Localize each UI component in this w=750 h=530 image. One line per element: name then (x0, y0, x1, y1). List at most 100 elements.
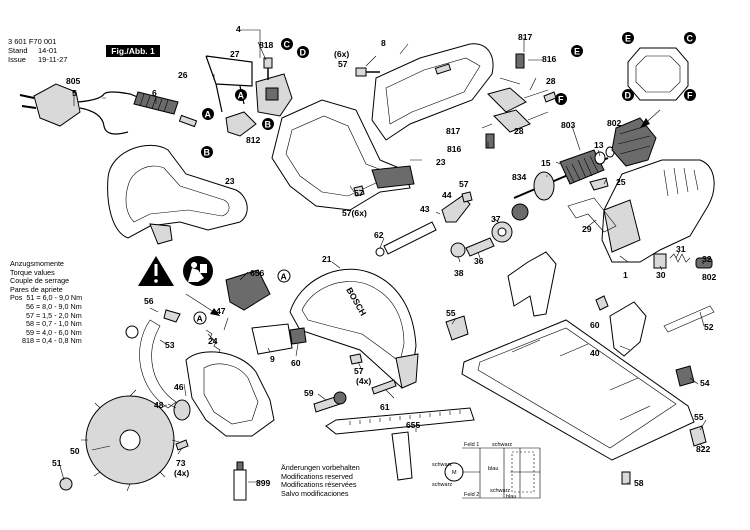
torque-line: Pares de apriete (10, 284, 63, 294)
modifications-notice: Änderungen vorbehalten Modifications res… (281, 463, 360, 498)
part-number: 27 (230, 49, 240, 59)
callout-label: F (687, 91, 693, 101)
guard-21-foot (395, 353, 419, 389)
callout-label: B (265, 120, 272, 130)
saw-blade-teeth (81, 389, 180, 492)
safety-symbols (138, 256, 213, 286)
part-number: 57 (354, 366, 364, 376)
part-number: 818 (259, 40, 274, 50)
part-number: 21 (322, 254, 332, 264)
switch-group (205, 55, 293, 137)
clip-25 (589, 177, 609, 191)
cover-slot (434, 63, 452, 75)
screw-57-4x (349, 353, 363, 365)
callout-label: F (558, 95, 564, 105)
read-manual-figure (188, 262, 204, 282)
torque-line: 818 = 0,4 - 0,8 Nm (10, 336, 82, 346)
mod-line: Modifications réservées (281, 480, 357, 490)
housing-grip-band (371, 165, 415, 189)
cord-sleeve-ribs (139, 93, 169, 113)
bracket-29 (567, 197, 617, 233)
flange-48 (173, 399, 191, 421)
part-number: 29 (582, 224, 592, 234)
part-number: 25 (616, 177, 626, 187)
handle-part (107, 144, 248, 239)
armature-windings (565, 155, 599, 183)
handle-inner (125, 165, 230, 223)
part-number: 655 (406, 420, 421, 430)
part-number: 60 (291, 358, 301, 368)
screw-73 (175, 439, 189, 451)
callout-label: B (204, 148, 211, 158)
callout-label: C (687, 34, 694, 44)
power-cord-group (19, 83, 198, 135)
callout-marker (555, 93, 567, 105)
part-number: 1 (623, 270, 628, 280)
motor-housing-group (567, 159, 715, 263)
motor-cover-group (355, 43, 494, 141)
lever-656 (225, 269, 271, 311)
motor-housing-front (603, 199, 641, 253)
guard-46-inner (203, 363, 259, 425)
part-number: 55 (446, 308, 456, 318)
wiring-lines (462, 447, 541, 499)
torque-values-legend: Anzugsmomente Torque values Couple de se… (10, 259, 82, 346)
part-number: 6 (152, 88, 157, 98)
callout-marker (235, 89, 247, 101)
blade-guard-group (125, 309, 275, 437)
gear-train-group (375, 191, 529, 258)
callout-marker (277, 269, 291, 283)
part-number: 73 (176, 458, 186, 468)
brush-817-lower (485, 133, 495, 149)
part-number: 60 (590, 320, 600, 330)
brush-holder-upper (487, 87, 527, 113)
small-parts-group (313, 353, 397, 413)
part-number: 5 (72, 88, 77, 98)
warning-dot (154, 279, 158, 283)
part-number: 47 (216, 306, 226, 316)
cord-wire-lower (79, 107, 129, 135)
callout-label: A (238, 91, 245, 101)
grease-cap (236, 461, 244, 471)
guard-arc-53 (139, 319, 177, 409)
part-number: 37 (491, 214, 501, 224)
bearing-15 (594, 151, 606, 165)
screw-57 (355, 67, 367, 77)
warning-mark (154, 264, 158, 276)
part-number: 51 (52, 458, 62, 468)
torque-line: Torque values (10, 267, 55, 277)
part-number: 4 (236, 24, 241, 34)
part-number: 53 (165, 340, 175, 350)
issue-value: 19-11-27 (38, 55, 68, 64)
guard-lever-group (185, 269, 307, 359)
plug-pin (19, 94, 35, 99)
parallel-guide-group (325, 407, 475, 481)
part-number: 56 (144, 296, 154, 306)
clamp-55-right (689, 425, 707, 447)
base-slots (511, 339, 651, 421)
shaft-43 (383, 221, 437, 255)
knob-60 (289, 327, 307, 345)
callout-marker (193, 311, 207, 325)
part-number: 48 (154, 400, 164, 410)
coil-detail-ring (627, 47, 689, 101)
callout-marker (684, 32, 696, 44)
coil-detail-inset (627, 47, 689, 101)
part-number: 58 (634, 478, 644, 488)
wiring-label: blau (488, 466, 498, 472)
part-number: 43 (420, 204, 430, 214)
part-number: 55 (694, 412, 704, 422)
coil-detail-ring-inner (635, 55, 681, 93)
callout-label: E (625, 34, 631, 44)
base-plate-inner (477, 327, 677, 449)
parallel-guide-leg (391, 431, 413, 481)
switch-button (265, 87, 279, 101)
washer-62 (375, 247, 385, 257)
part-number: 13 (594, 140, 604, 150)
part-number: 8 (381, 38, 386, 48)
part-number: 812 (246, 135, 261, 145)
callout-marker (622, 89, 634, 101)
part-number: 57 (459, 179, 469, 189)
part-number: 26 (178, 70, 188, 80)
part-number: 15 (541, 158, 551, 168)
